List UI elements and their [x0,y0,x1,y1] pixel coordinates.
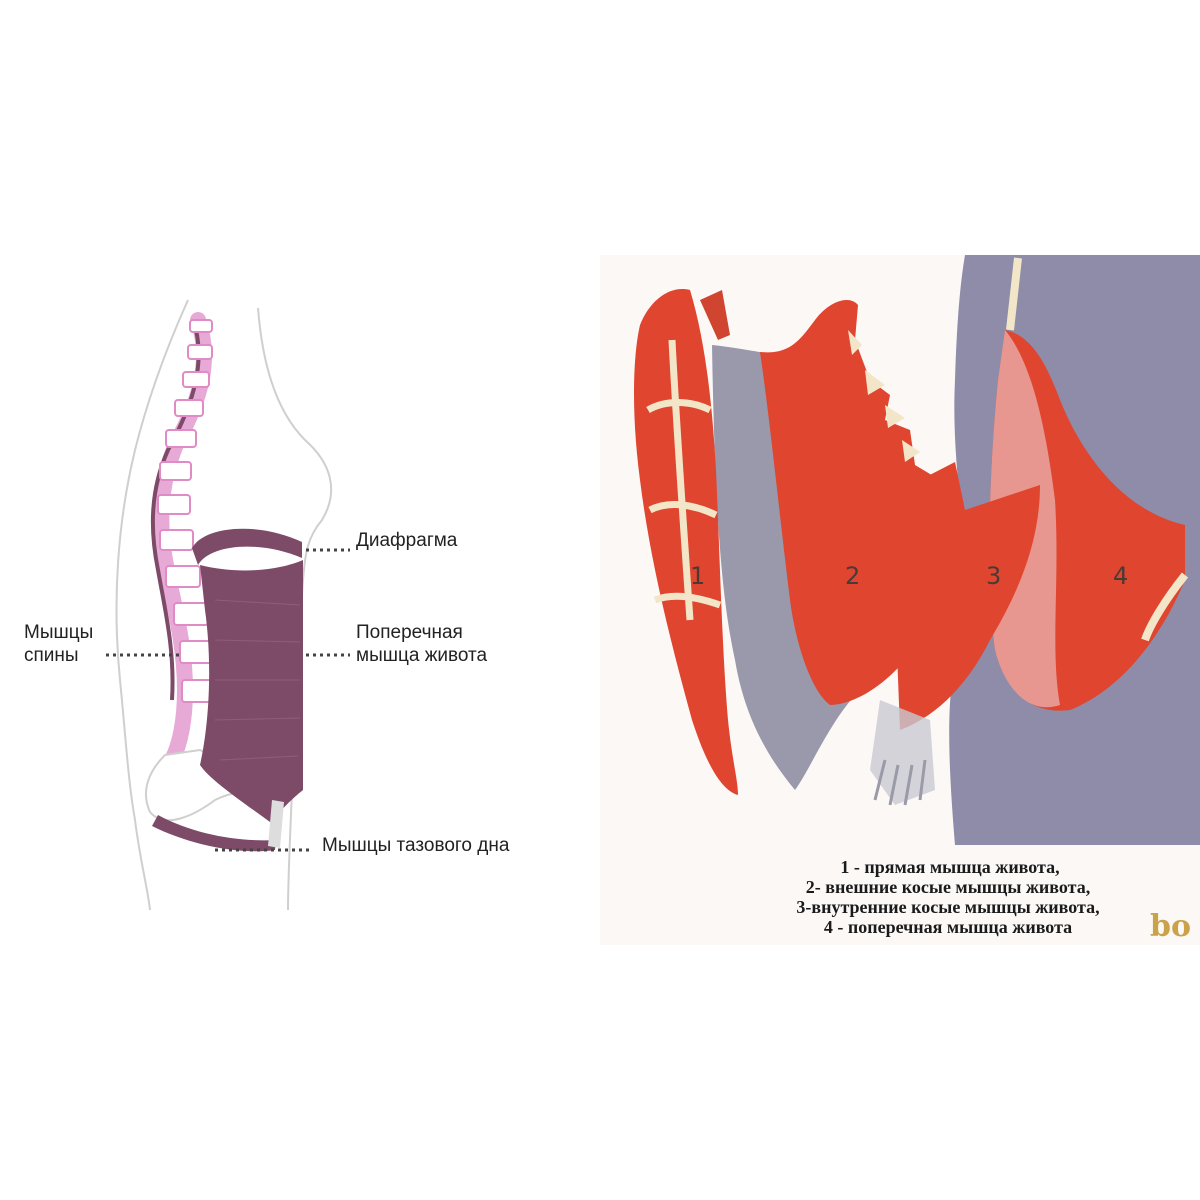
diaphragm-muscle [192,529,302,565]
label-transverse-1: Поперечная [356,622,463,643]
number-2: 2 [845,562,860,590]
number-3: 3 [986,562,1001,590]
abdominal-layers-diagram: 1 2 3 4 1 - прямая мышца живота, 2- внеш… [600,255,1200,945]
watermark: bo [1150,909,1191,944]
caption-line-2: 2- внешние косые мышцы живота, [806,877,1090,897]
number-1: 1 [690,562,705,590]
core-muscles-diagram: Диафрагма Мышцы спины Поперечная мышца ж… [24,300,510,910]
label-back-muscles-1: Мышцы [24,622,93,643]
caption-line-3: 3-внутренние косые мышцы живота, [796,897,1099,917]
caption-line-4: 4 - поперечная мышца живота [824,917,1072,937]
caption-line-1: 1 - прямая мышца живота, [840,857,1059,877]
number-4: 4 [1113,562,1128,590]
label-diaphragm: Диафрагма [356,530,458,551]
vertebrae [158,320,216,702]
label-back-muscles-2: спины [24,645,79,666]
label-pelvic-floor: Мышцы тазового дна [322,835,510,856]
label-transverse-2: мышца живота [356,645,488,666]
